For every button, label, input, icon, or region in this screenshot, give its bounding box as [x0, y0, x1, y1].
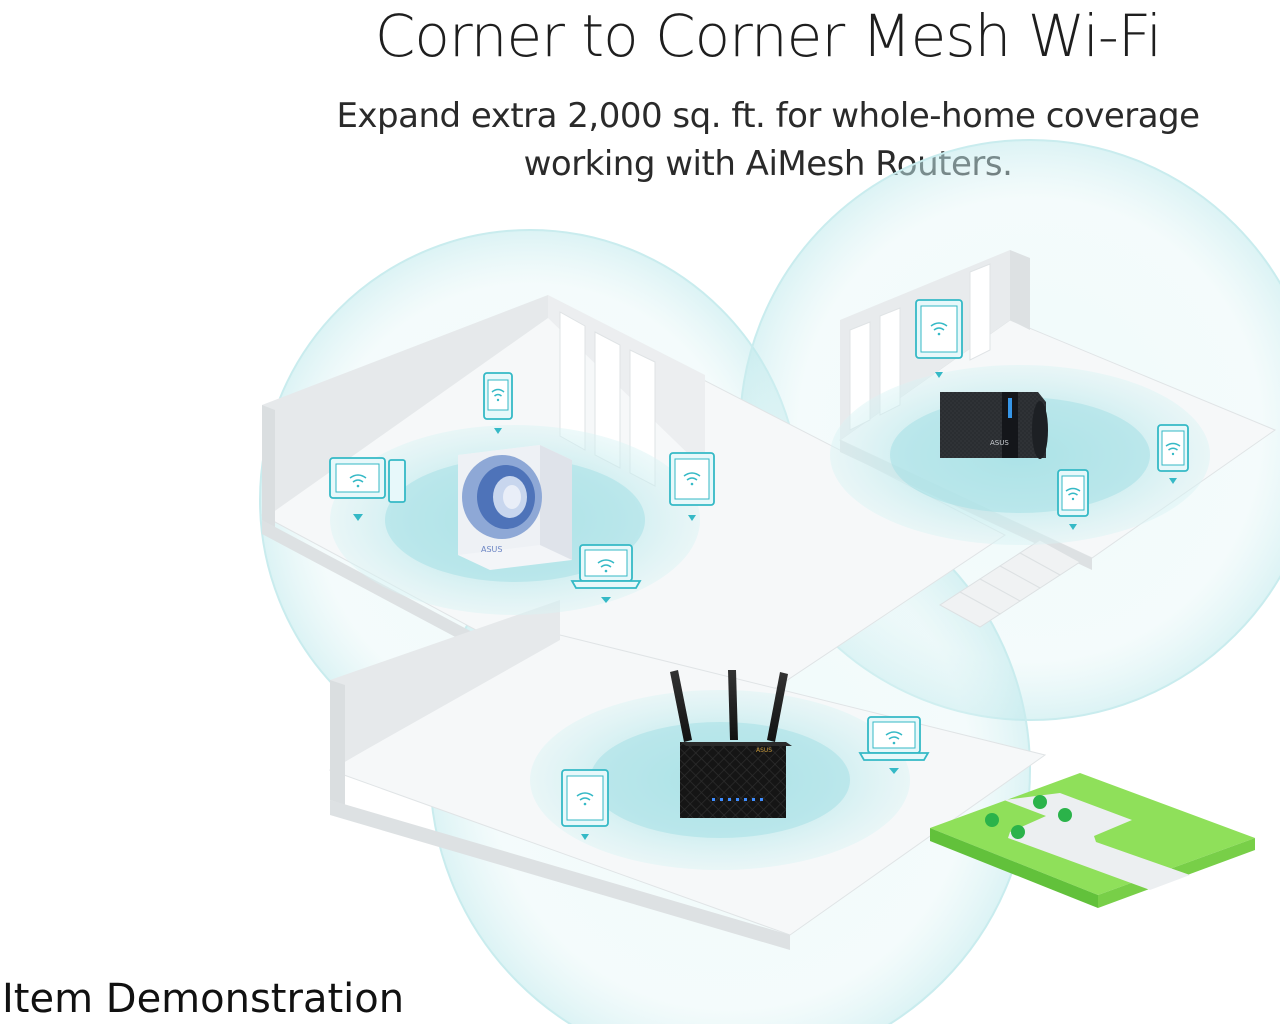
cube-router-logo: ASUS — [481, 545, 502, 554]
antenna-router: ASUS — [670, 670, 792, 818]
wifi-device-icon — [1157, 424, 1189, 484]
router-led-row — [712, 798, 763, 801]
soundbar-logo: ASUS — [990, 439, 1009, 447]
wifi-device-icon — [561, 769, 609, 840]
staircase — [939, 539, 1081, 628]
item-demonstration-caption: Item Demonstration — [2, 976, 405, 1022]
tree-icon — [985, 795, 1072, 839]
wifi-device-icon — [483, 372, 513, 434]
lawn-with-path — [930, 773, 1255, 908]
wifi-device-icon — [858, 716, 930, 774]
wifi-device-icon — [915, 299, 963, 378]
subtitle-line-1: Expand extra 2,000 sq. ft. for whole-hom… — [336, 96, 1200, 136]
wifi-device-icon — [669, 452, 715, 521]
cube-router: ASUS — [458, 445, 572, 570]
wifi-device-icon — [570, 544, 642, 603]
wifi-device-icon — [1057, 469, 1089, 530]
page-title: Corner to Corner Mesh Wi-Fi — [374, 2, 1162, 70]
wifi-device-icon — [329, 457, 406, 521]
soundbar-router: ASUS — [940, 392, 1048, 459]
antenna-router-logo: ASUS — [756, 747, 772, 754]
